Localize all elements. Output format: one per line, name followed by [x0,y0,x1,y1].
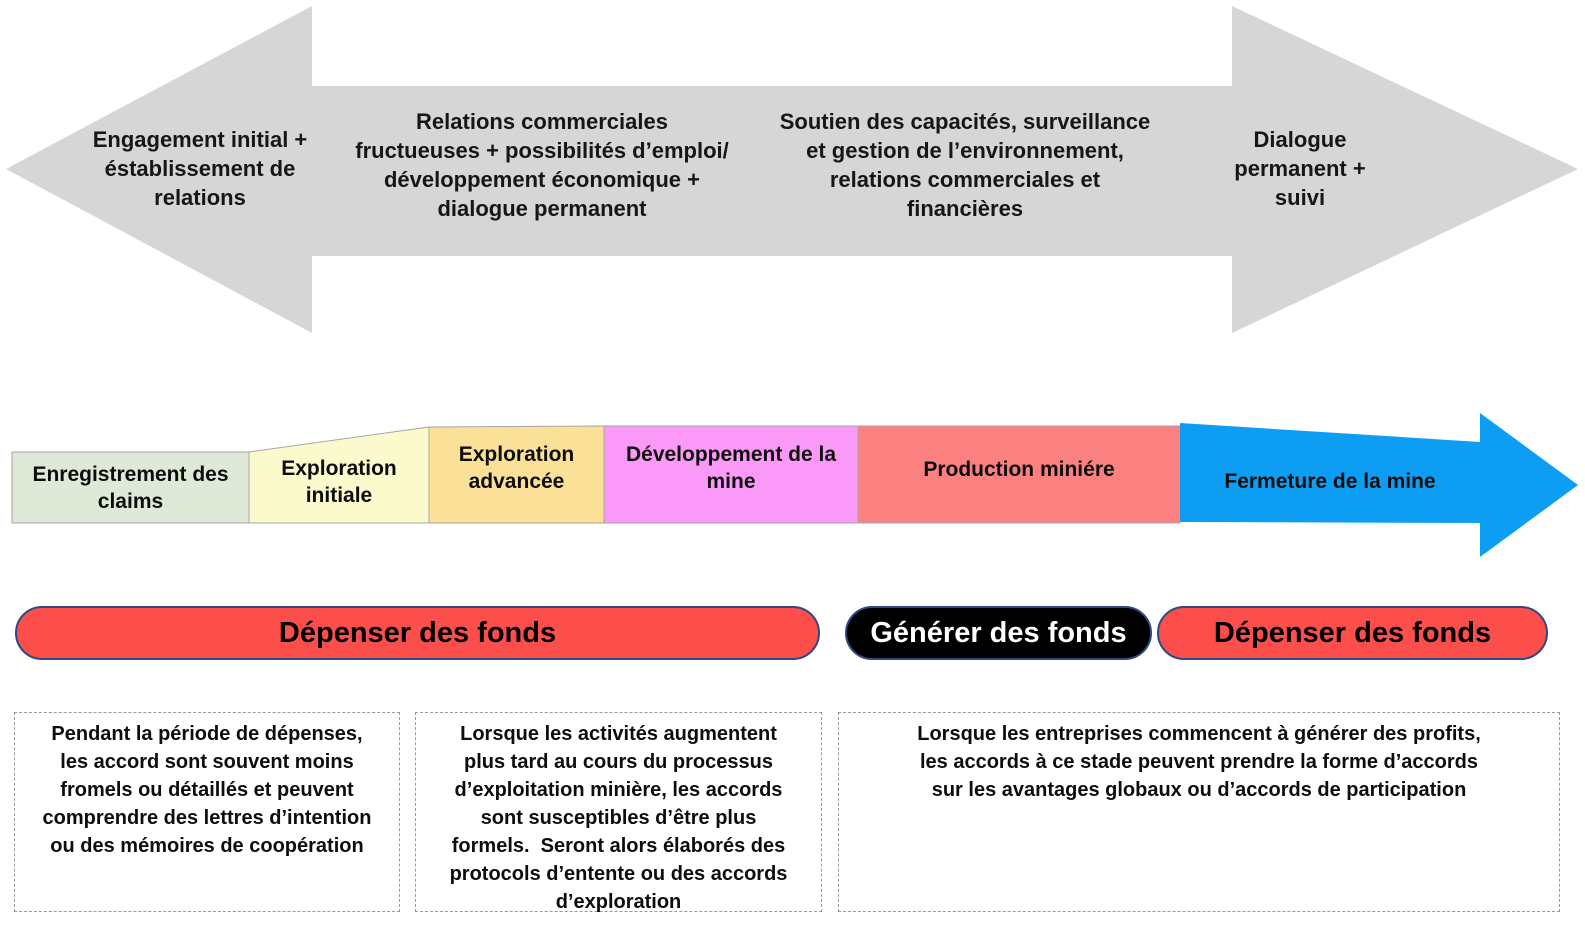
relations-timeline-arrow [6,6,1578,333]
note-activites-augmentent: Lorsque les activités augmentent plus ta… [415,712,822,913]
note-generer-profits: Lorsque les entreprises commencent à gén… [838,712,1560,912]
pill-depenser-des-fonds-2: Dépenser des fonds [1157,606,1548,660]
phase-dialogue-permanent: Dialogue permanent + suivi [1234,126,1366,210]
double-arrow-shape [6,6,1578,333]
stage-exploration-avancee: Exploration advancée [458,443,575,493]
stage-developpement-mine: Développement de la mine [625,443,837,493]
phase-relations-commerciales: Relations commerciales fructueuses + pos… [355,109,729,221]
stage-fermeture-mine: Fermeture de la mine [1224,469,1436,493]
note-periode-depenses: Pendant la période de dépenses, les acco… [14,712,400,912]
phase-soutien-capacites: Soutien des capacités, surveillance et g… [779,109,1151,221]
stage-production-shape [857,425,1181,524]
pill-generer-des-fonds: Générer des fonds [845,606,1152,660]
stage-production-miniere: Production miniére [923,457,1115,481]
stage-exploration-initiale: Exploration initiale [281,457,397,507]
mine-stages-band [11,413,1578,557]
phase-engagement-initial: Engagement initial + éstablissement de r… [92,126,308,210]
stage-fermeture-arrow-shape [1180,413,1578,557]
stage-enregistrement-claims: Enregistrement des claims [32,462,229,513]
pill-depenser-des-fonds-1: Dépenser des fonds [15,606,820,660]
